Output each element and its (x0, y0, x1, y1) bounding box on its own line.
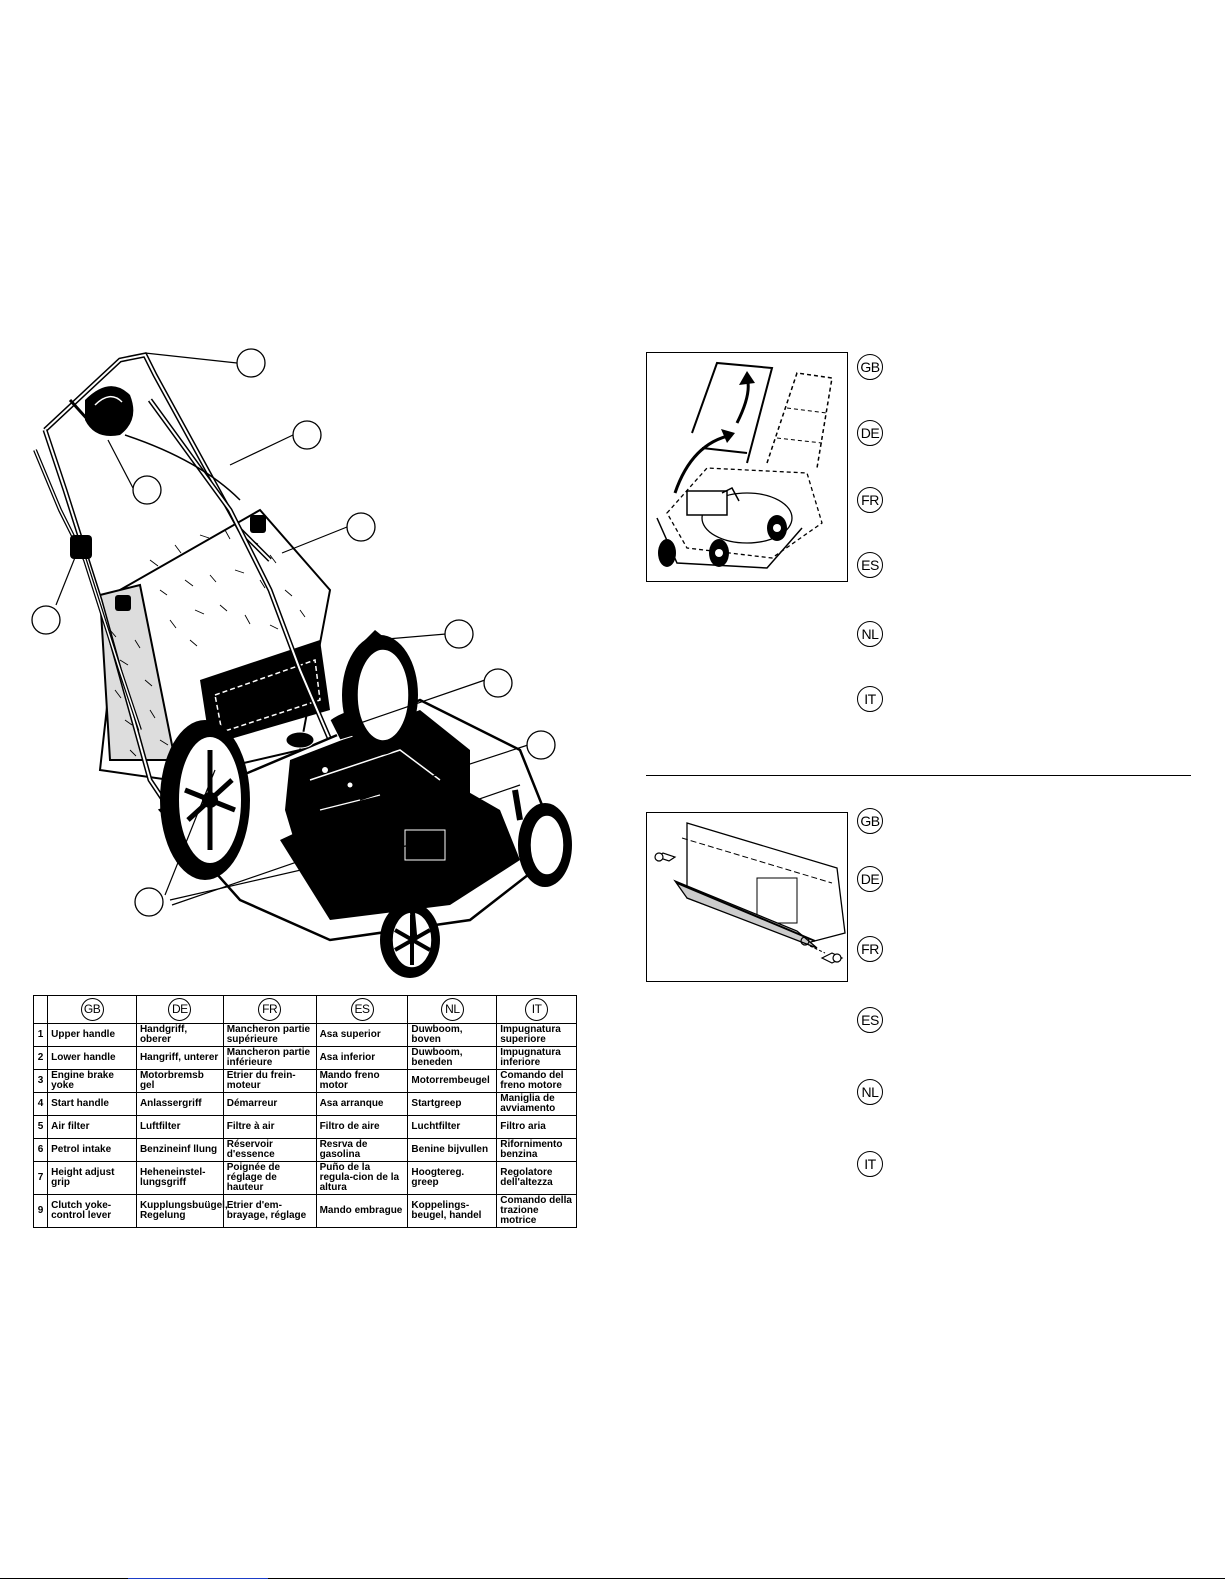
table-cell: Duwboom, boven (407, 1023, 498, 1047)
section2-badge-it: IT (857, 1151, 883, 1177)
table-cell: Luchtfilter (407, 1115, 498, 1139)
table-cell: Démarreur (222, 1092, 317, 1116)
section1-badge-nl: NL (857, 621, 883, 647)
table-cell: Benzineinf llung (135, 1138, 224, 1162)
table-cell: Motorbremsb gel (135, 1069, 224, 1093)
table-cell: Impugnatura inferiore (496, 1046, 577, 1070)
table-cell: Luftfilter (135, 1115, 224, 1139)
row-number: 9 (32, 1194, 49, 1228)
table-cell: Koppelings-beugel, handel (407, 1194, 498, 1228)
lang-badge-nl: NL (440, 998, 464, 1021)
table-cell: Air filter (47, 1115, 137, 1139)
section2-badge-fr: FR (857, 936, 883, 962)
section1-badge-fr: FR (857, 487, 883, 513)
table-cell: Start handle (47, 1092, 137, 1116)
table-cell: Rifornimento benzina (496, 1138, 577, 1162)
section2-badge-nl: NL (857, 1079, 883, 1105)
table-header-num (32, 995, 49, 1024)
table-cell: Mancheron partie inférieure (222, 1046, 317, 1070)
table-cell: Hangriff, unterer (135, 1046, 224, 1070)
row-number: 1 (32, 1023, 49, 1047)
table-cell: Puño de la regula-cion de la altura (315, 1161, 409, 1195)
lang-badge-de: DE (168, 998, 192, 1021)
table-cell: Mando freno motor (315, 1069, 409, 1093)
section2-badge-gb: GB (857, 808, 883, 834)
table-cell: Height adjust grip (47, 1161, 137, 1195)
row-number: 4 (32, 1092, 49, 1116)
lang-badge-gb: GB (80, 998, 104, 1021)
table-cell: Poignée de réglage de hauteur (222, 1161, 317, 1195)
table-row: 7 Height adjust grip Heheneinstel-lungsg… (32, 1161, 577, 1195)
row-number: 6 (32, 1138, 49, 1162)
table-row: 2 Lower handle Hangriff, unterer Mancher… (32, 1046, 577, 1070)
table-header-cell: DE (135, 995, 224, 1024)
table-cell: Startgreep (407, 1092, 498, 1116)
table-cell: Réservoir d'essence (222, 1138, 317, 1162)
table-cell: Mando embrague (315, 1194, 409, 1228)
table-cell: Upper handle (47, 1023, 137, 1047)
section-divider (646, 775, 1191, 776)
table-header-row: GB DE FR ES NL IT (32, 995, 577, 1024)
table-row: 6 Petrol intake Benzineinf llung Réservo… (32, 1138, 577, 1162)
lang-badge-it: IT (525, 998, 549, 1021)
table-header-cell: FR (222, 995, 317, 1024)
table-cell: Filtre à air (222, 1115, 317, 1139)
table-row: 5 Air filter Luftfilter Filtre à air Fil… (32, 1115, 577, 1139)
table-cell: Filtro aria (496, 1115, 577, 1139)
table-row: 9 Clutch yoke-control lever Kupplungsbuü… (32, 1194, 577, 1228)
row-number: 3 (32, 1069, 49, 1093)
footer-rule (0, 1578, 1225, 1579)
section1-badge-es: ES (857, 552, 883, 578)
table-row: 1 Upper handle Handgriff, oberer Mancher… (32, 1023, 577, 1047)
table-cell: Anlassergriff (135, 1092, 224, 1116)
table-cell: Resrva de gasolina (315, 1138, 409, 1162)
table-cell: Heheneinstel-lungsgriff (135, 1161, 224, 1195)
table-cell: Etrier du frein-moteur (222, 1069, 317, 1093)
table-row: 4 Start handle Anlassergriff Démarreur A… (32, 1092, 577, 1116)
section1-badge-it: IT (857, 686, 883, 712)
lang-badge-fr: FR (258, 998, 282, 1021)
table-header-cell: GB (47, 995, 137, 1024)
row-number: 5 (32, 1115, 49, 1139)
section1-badge-gb: GB (857, 354, 883, 380)
table-cell: Asa superior (315, 1023, 409, 1047)
table-cell: Handgriff, oberer (135, 1023, 224, 1047)
table-cell: Motorrembeugel (407, 1069, 498, 1093)
table-row: 3 Engine brake yoke Motorbremsb gel Etri… (32, 1069, 577, 1093)
parts-table: GB DE FR ES NL IT 1 Upper handle Handgri… (32, 995, 577, 1228)
handle-unfold-figure (646, 352, 848, 582)
section2-badge-de: DE (857, 866, 883, 892)
table-cell: Duwboom, beneden (407, 1046, 498, 1070)
table-cell: Maniglia de avviamento (496, 1092, 577, 1116)
table-cell: Lower handle (47, 1046, 137, 1070)
table-header-cell: IT (496, 995, 577, 1024)
table-cell: Filtro de aire (315, 1115, 409, 1139)
table-cell: Petrol intake (47, 1138, 137, 1162)
row-number: 2 (32, 1046, 49, 1070)
table-cell: Etrier d'em-brayage, réglage (222, 1194, 317, 1228)
table-cell: Comando della trazione motrice (496, 1194, 577, 1228)
table-cell: Engine brake yoke (47, 1069, 137, 1093)
row-number: 7 (32, 1161, 49, 1195)
table-cell: Comando del freno motore (496, 1069, 577, 1093)
table-cell: Clutch yoke-control lever (47, 1194, 137, 1228)
section2-badge-es: ES (857, 1007, 883, 1033)
table-cell: Asa inferior (315, 1046, 409, 1070)
table-header-cell: NL (407, 995, 498, 1024)
grass-bag-assembly-figure (646, 812, 848, 982)
table-cell: Hoogtereg. greep (407, 1161, 498, 1195)
table-cell: Kupplungsbuügel, Regelung (135, 1194, 228, 1228)
mower-illustration (0, 340, 590, 980)
table-cell: Regolatore dell'altezza (496, 1161, 577, 1195)
table-cell: Impugnatura superiore (496, 1023, 577, 1047)
table-cell: Benine bijvullen (407, 1138, 498, 1162)
table-header-cell: ES (315, 995, 409, 1024)
section1-badge-de: DE (857, 420, 883, 446)
table-cell: Mancheron partie supérieure (222, 1023, 317, 1047)
table-cell: Asa arranque (315, 1092, 409, 1116)
footer-link-underline[interactable] (128, 1578, 268, 1579)
lang-badge-es: ES (350, 998, 374, 1021)
